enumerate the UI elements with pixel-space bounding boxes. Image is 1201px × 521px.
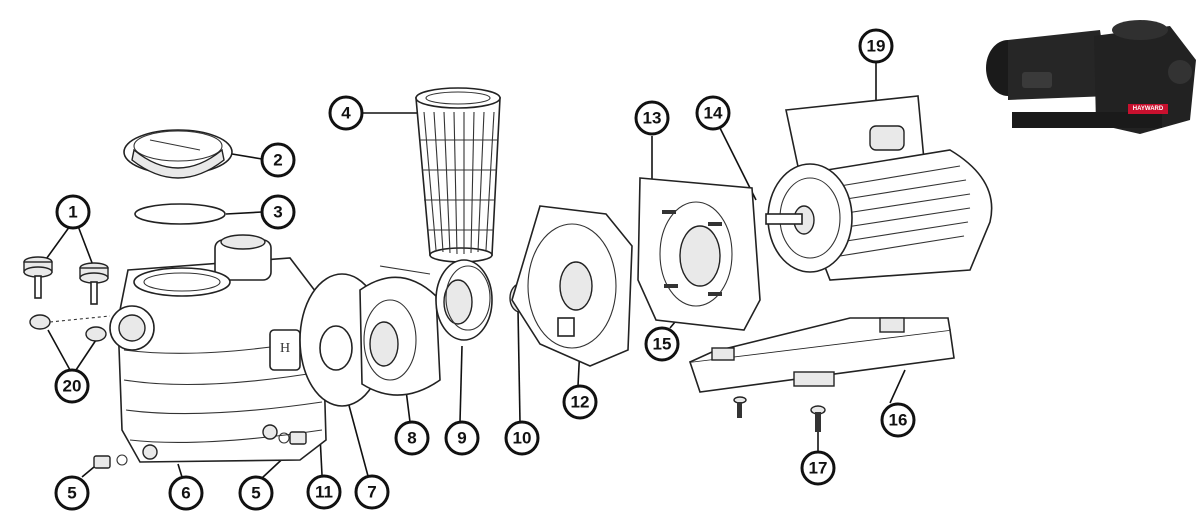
strainer-lid	[123, 129, 233, 179]
callout-label: 2	[273, 151, 282, 170]
svg-text:H: H	[280, 341, 290, 356]
callout-17: 17	[800, 450, 836, 486]
drain-plug-left	[93, 454, 128, 469]
callout-label: 5	[67, 484, 76, 503]
callout-label: 14	[704, 104, 723, 123]
pump-housing: H	[109, 234, 327, 463]
knob-right	[79, 262, 109, 305]
callout-label: 15	[653, 335, 672, 354]
callout-label: 10	[513, 429, 532, 448]
callout-8: 8	[394, 420, 430, 456]
callout-14: 14	[695, 95, 731, 131]
callout-9: 9	[444, 420, 480, 456]
callout-10: 10	[504, 420, 540, 456]
impeller	[435, 259, 493, 341]
callout-label: 13	[643, 109, 662, 128]
callout-label: 19	[867, 37, 886, 56]
diffuser-o-ring	[319, 325, 353, 371]
callout-7: 7	[354, 474, 390, 510]
brand-badge	[1128, 104, 1168, 114]
callout-6: 6	[168, 475, 204, 511]
housing-pins	[29, 314, 111, 342]
callout-label: 9	[457, 429, 466, 448]
callout-label: 16	[889, 411, 908, 430]
callout-label: 17	[809, 459, 828, 478]
callout-15: 15	[644, 326, 680, 362]
seal-plate	[511, 205, 633, 367]
diffuser	[359, 265, 441, 396]
callout-label: 3	[273, 203, 282, 222]
callout-19: 19	[858, 28, 894, 64]
electric-motor	[765, 95, 993, 281]
callout-12: 12	[562, 384, 598, 420]
callout-4: 4	[328, 95, 364, 131]
brand-badge-text: HAYWARD	[1133, 106, 1164, 112]
callout-label: 7	[367, 483, 376, 502]
drain-plug-right	[278, 431, 307, 445]
motor-adapter-plate	[637, 177, 761, 331]
motor-base	[688, 317, 955, 393]
callout-3: 3	[260, 194, 296, 230]
callout-label: 20	[63, 377, 82, 396]
callout-label: 4	[341, 104, 351, 123]
pump-product-photo: HAYWARD	[986, 20, 1196, 134]
callout-20: 20	[54, 368, 90, 404]
callout-13: 13	[634, 100, 670, 136]
callout-5-right: 5	[238, 475, 274, 511]
callout-11: 11	[306, 474, 342, 510]
base-screw	[733, 396, 826, 432]
callout-label: 8	[407, 429, 416, 448]
lid-o-ring	[134, 203, 226, 225]
callout-2: 2	[260, 142, 296, 178]
strainer-basket	[415, 87, 501, 263]
knob-left	[23, 256, 53, 299]
callout-label: 1	[68, 203, 77, 222]
callout-label: 12	[571, 393, 590, 412]
callout-16: 16	[880, 402, 916, 438]
callout-label: 5	[251, 484, 260, 503]
callout-1: 1	[55, 194, 91, 230]
callout-5-left: 5	[54, 475, 90, 511]
callout-label: 11	[315, 483, 333, 502]
callout-label: 6	[181, 484, 190, 503]
